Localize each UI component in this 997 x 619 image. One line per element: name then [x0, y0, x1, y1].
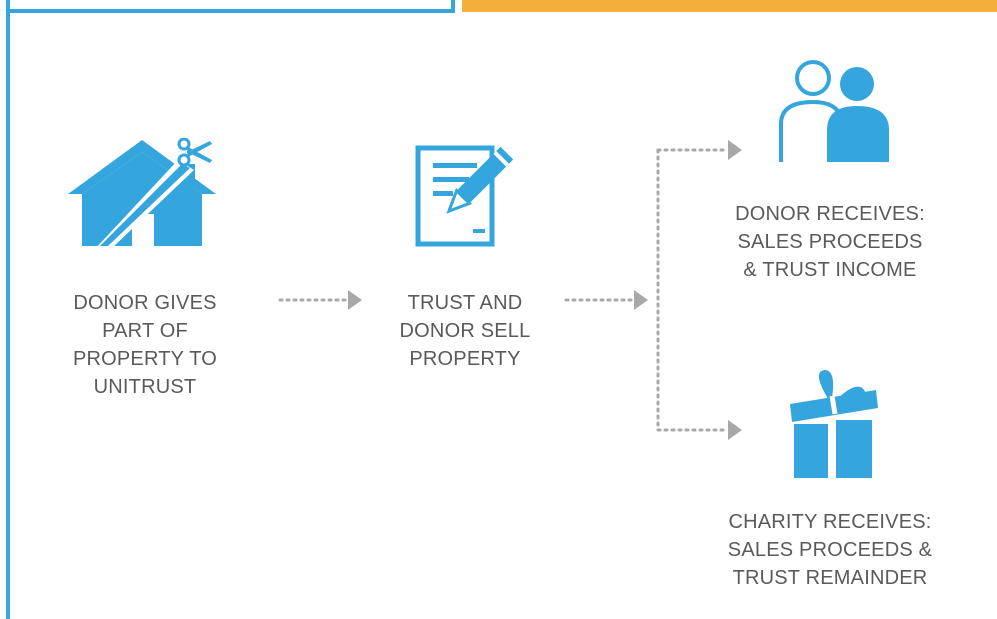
left-border-rule [6, 0, 10, 619]
donor-receives-line-3: & TRUST INCOME [743, 259, 917, 281]
arrow-step2-to-branch [564, 288, 649, 312]
charity-receives-line-2: SALES PROCEEDS & [727, 539, 933, 561]
trust-sell-label: TRUST AND DONOR SELL PROPERTY [375, 289, 555, 373]
trust-sell-line-3: PROPERTY [409, 348, 521, 370]
top-border-rule [6, 9, 455, 13]
donor-receives-label: DONOR RECEIVES: SALES PROCEEDS & TRUST I… [710, 200, 950, 284]
arrow-step1-to-step2 [278, 288, 363, 312]
donor-gives-line-1: DONOR GIVES [73, 292, 217, 314]
people-icon [777, 58, 897, 166]
charity-receives-line-1: CHARITY RECEIVES: [728, 511, 932, 533]
orange-header-tab [462, 0, 997, 12]
donor-receives-line-2: SALES PROCEEDS [737, 231, 923, 253]
gift-icon [788, 368, 878, 480]
trust-sell-line-1: TRUST AND [407, 292, 523, 314]
charity-receives-line-3: TRUST REMAINDER [732, 567, 928, 589]
trust-sell-line-2: DONOR SELL [399, 320, 531, 342]
branch-arrows [652, 136, 752, 440]
top-border-corner [451, 0, 455, 13]
donor-gives-label: DONOR GIVES PART OF PROPERTY TO UNITRUST [50, 289, 240, 401]
charity-receives-label: CHARITY RECEIVES: SALES PROCEEDS & TRUST… [710, 508, 950, 592]
document-pen-icon [415, 145, 525, 250]
donor-gives-line-4: UNITRUST [93, 376, 197, 398]
donor-gives-line-2: PART OF [102, 320, 188, 342]
donor-gives-line-3: PROPERTY TO [72, 348, 218, 370]
donor-receives-line-1: DONOR RECEIVES: [735, 203, 925, 225]
house-scissors-icon [66, 138, 226, 250]
